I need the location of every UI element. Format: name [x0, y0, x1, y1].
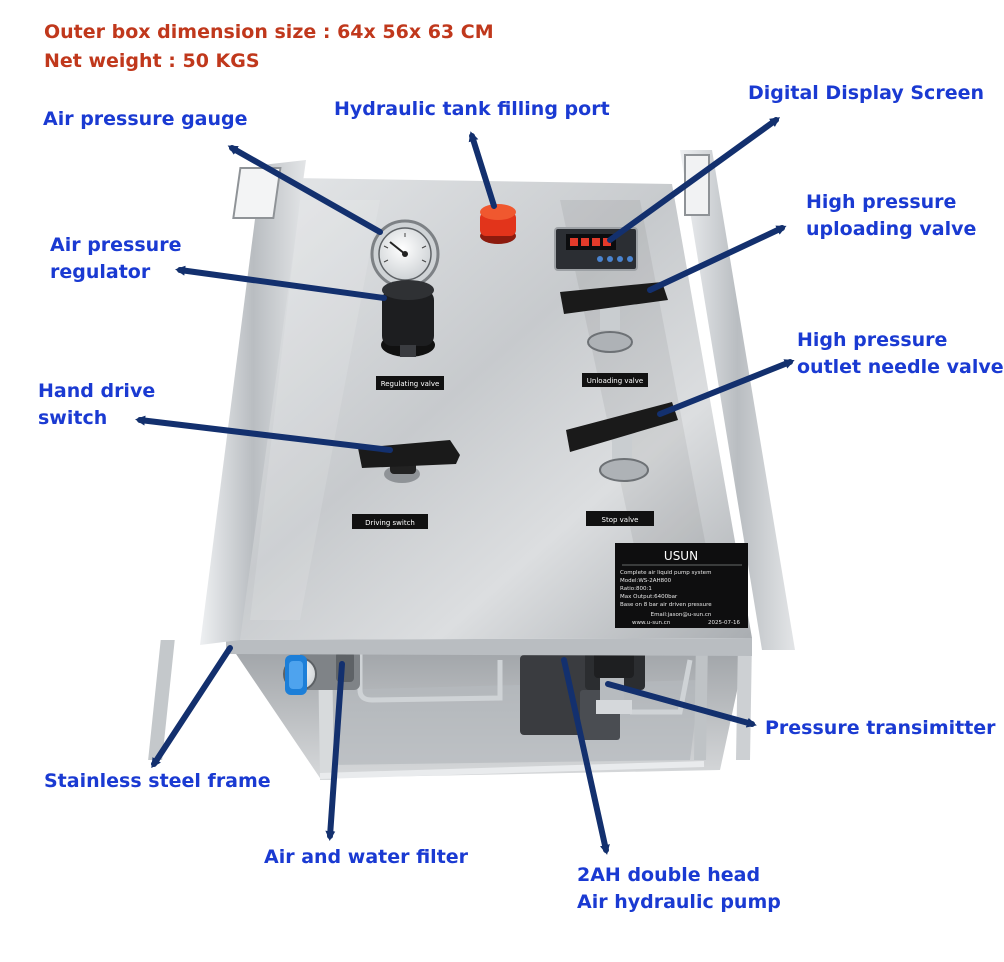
digital-display [554, 227, 638, 271]
nameplate-line: Ratio:800:1 [620, 586, 652, 592]
svg-text:Regulating valve: Regulating valve [381, 380, 440, 388]
arrow-digital-display [607, 117, 781, 243]
svg-text:Driving switch: Driving switch [365, 519, 415, 527]
label-pump-line2: Air hydraulic pump [577, 891, 781, 913]
lower-frame [148, 640, 752, 780]
tag-unloading-valve: Unloading valve [582, 373, 648, 387]
arrow-needle-valve [657, 359, 795, 417]
label-filling-port: Hydraulic tank filling port [334, 98, 610, 120]
label-needle-valve-line2: outlet needle valve [797, 356, 1004, 378]
label-air-pressure-gauge: Air pressure gauge [43, 108, 248, 130]
arrow-pump [561, 657, 610, 855]
label-air-filter: Air and water filter [264, 846, 469, 868]
label-stainless-frame: Stainless steel frame [44, 770, 271, 792]
label-uploading-valve-line1: High pressure [806, 191, 957, 213]
needle-valve [566, 402, 678, 482]
air-pressure-gauge [370, 219, 440, 289]
label-uploading-valve-line2: uploading valve [806, 218, 977, 240]
arrow-air-pressure-gauge [227, 145, 383, 235]
label-digital-display: Digital Display Screen [748, 82, 984, 104]
spec-dimension: Outer box dimension size : 64x 56x 63 CM [44, 21, 494, 43]
svg-text:Unloading valve: Unloading valve [587, 377, 643, 385]
tag-driving-switch: Driving switch [352, 514, 428, 529]
filling-port-cap [480, 204, 516, 244]
nameplate-line: Max Output:6400bar [620, 594, 678, 600]
nameplate-line: Complete air liquid pump system [620, 570, 711, 576]
uploading-valve [560, 282, 668, 353]
label-pump-line1: 2AH double head [577, 864, 761, 886]
label-hand-drive-line1: Hand drive [38, 380, 156, 402]
nameplate-line: Base on 8 bar air driven pressure [620, 602, 712, 608]
nameplate-email: Email:jason@u-sun.cn [651, 612, 712, 618]
label-pressure-transmitter: Pressure transimitter [765, 717, 996, 739]
tag-regulating-valve: Regulating valve [376, 376, 444, 390]
air-filter [283, 650, 360, 695]
tag-stop-valve: Stop valve [586, 511, 654, 526]
arrow-hand-drive-switch [135, 415, 393, 453]
arrow-uploading-valve [647, 225, 787, 293]
arrow-air-filter [325, 661, 345, 841]
label-regulator-line1: Air pressure [50, 234, 182, 256]
air-pressure-regulator [381, 280, 435, 357]
label-hand-drive-line2: switch [38, 407, 108, 429]
nameplate-date: 2025-07-16 [708, 620, 740, 626]
arrow-stainless-frame [151, 645, 233, 769]
nameplate-line: Model:WS-2AH800 [620, 578, 672, 584]
arrow-pressure-transmitter [605, 681, 757, 728]
nameplate: USUN Complete air liquid pump system Mod… [615, 543, 748, 628]
nameplate-brand: USUN [664, 549, 698, 563]
nameplate-website: www.u-sun.cn [632, 620, 671, 626]
label-needle-valve-line1: High pressure [797, 329, 948, 351]
label-regulator-line2: regulator [50, 261, 151, 283]
spec-weight: Net weight : 50 KGS [44, 50, 260, 72]
arrow-filling-port [468, 131, 497, 209]
svg-text:Stop valve: Stop valve [602, 516, 639, 524]
arrow-air-pressure-regulator [175, 265, 387, 301]
